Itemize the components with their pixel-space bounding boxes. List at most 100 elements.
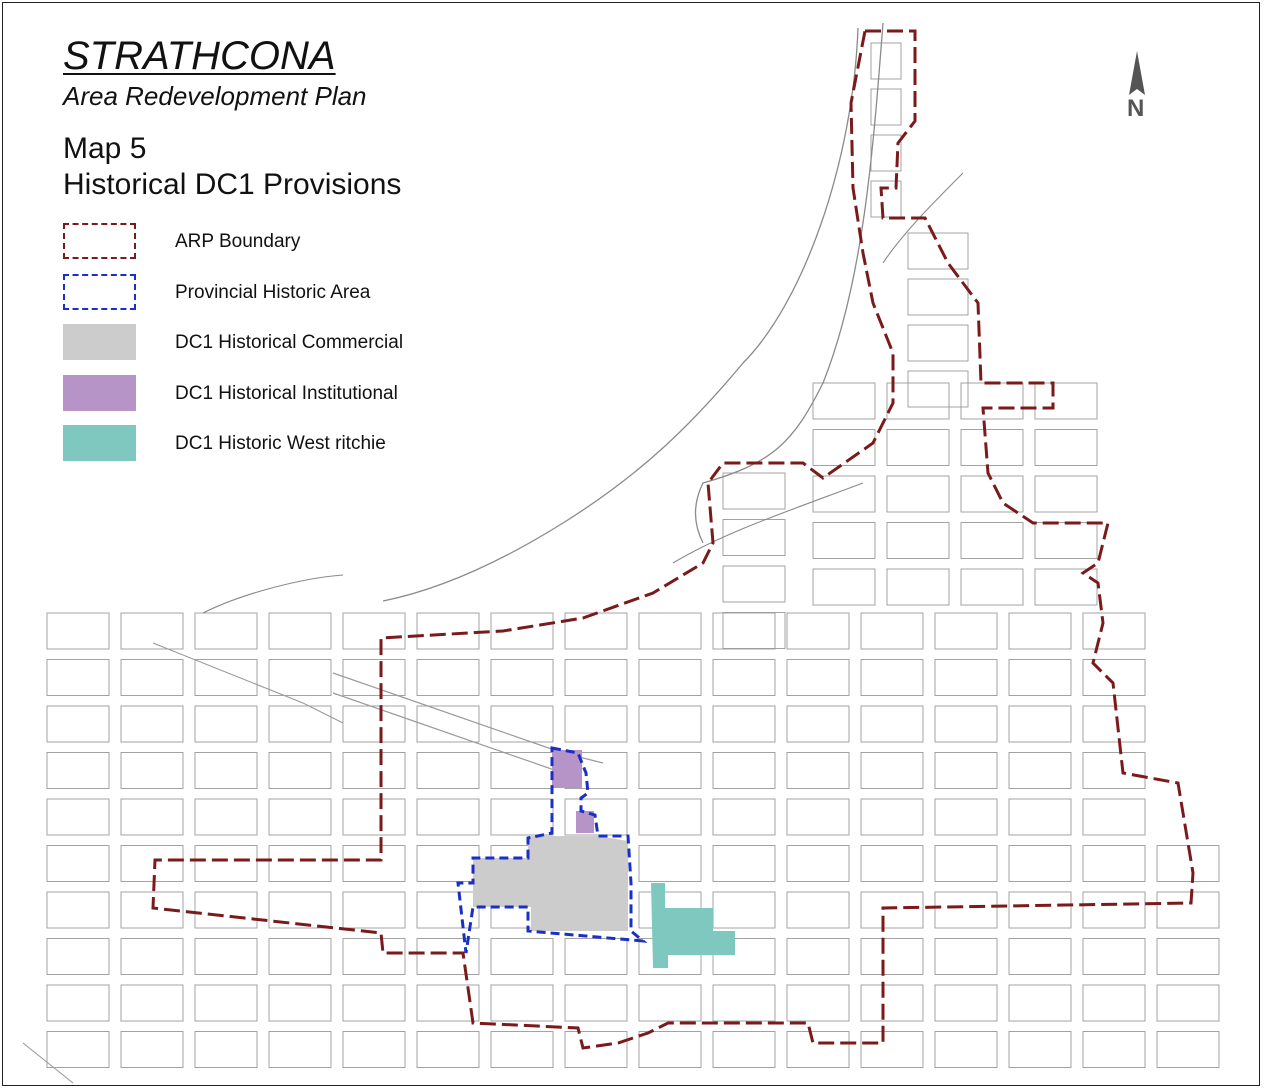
city-block bbox=[268, 891, 332, 929]
city-block bbox=[1082, 752, 1146, 789]
city-block bbox=[786, 938, 850, 975]
legend-label: DC1 Historic West ritchie bbox=[175, 433, 386, 454]
city-block bbox=[886, 382, 950, 420]
north-arrow-label: N bbox=[1127, 95, 1145, 122]
city-block bbox=[194, 612, 258, 650]
city-block bbox=[416, 612, 480, 650]
city-block bbox=[194, 891, 258, 929]
city-block bbox=[268, 938, 332, 975]
city-block bbox=[416, 845, 480, 882]
city-block bbox=[120, 705, 184, 743]
city-block bbox=[46, 984, 110, 1022]
legend-swatch-arp-boundary bbox=[63, 223, 136, 259]
city-block bbox=[342, 938, 406, 975]
city-block bbox=[1082, 705, 1146, 743]
city-block bbox=[934, 891, 998, 929]
city-block bbox=[870, 180, 902, 218]
city-block bbox=[907, 232, 969, 270]
legend-swatch-dc1-historical-commercial bbox=[63, 324, 136, 360]
city-block bbox=[120, 891, 184, 929]
city-block bbox=[960, 429, 1024, 466]
city-block bbox=[416, 798, 480, 836]
city-block bbox=[1156, 891, 1220, 929]
city-block bbox=[812, 568, 876, 606]
city-block bbox=[268, 798, 332, 836]
city-block bbox=[1008, 891, 1072, 929]
city-block bbox=[712, 752, 776, 789]
city-block bbox=[712, 798, 776, 836]
city-block bbox=[638, 705, 702, 743]
city-block bbox=[194, 705, 258, 743]
city-block bbox=[1008, 659, 1072, 696]
city-block bbox=[886, 522, 950, 559]
legend-swatch-dc1-historic-west-ritchie bbox=[63, 425, 136, 461]
city-block bbox=[46, 612, 110, 650]
boundary-layer bbox=[151, 29, 1195, 1050]
city-block bbox=[194, 938, 258, 975]
city-block bbox=[342, 798, 406, 836]
city-block bbox=[564, 659, 628, 696]
city-block bbox=[712, 984, 776, 1022]
north-arrow-icon bbox=[1129, 51, 1145, 95]
city-block bbox=[1082, 938, 1146, 975]
city-block bbox=[416, 659, 480, 696]
city-block bbox=[490, 984, 554, 1022]
city-block bbox=[120, 798, 184, 836]
city-block bbox=[907, 370, 969, 408]
ravine-road-line bbox=[672, 482, 864, 564]
city-block bbox=[860, 612, 924, 650]
city-block bbox=[46, 752, 110, 789]
city-block bbox=[342, 752, 406, 789]
city-block bbox=[1034, 475, 1098, 513]
city-block bbox=[1156, 938, 1220, 975]
city-block bbox=[886, 568, 950, 606]
city-block bbox=[46, 659, 110, 696]
city-block bbox=[712, 845, 776, 882]
city-block bbox=[342, 612, 406, 650]
city-block bbox=[934, 938, 998, 975]
city-block bbox=[564, 938, 628, 975]
city-block bbox=[934, 845, 998, 882]
city-block bbox=[907, 324, 969, 362]
river-bank-line bbox=[382, 27, 859, 602]
city-block bbox=[1082, 891, 1146, 929]
river-valley-layer bbox=[22, 22, 964, 1084]
city-block bbox=[490, 612, 554, 650]
city-block bbox=[638, 845, 702, 882]
city-block bbox=[342, 659, 406, 696]
dc1-historical-commercial-zone bbox=[473, 836, 628, 931]
city-block bbox=[194, 845, 258, 882]
city-block bbox=[416, 891, 480, 929]
legend-label: DC1 Historical Institutional bbox=[175, 382, 398, 404]
city-block bbox=[120, 845, 184, 882]
city-block bbox=[1008, 938, 1072, 975]
dc1-historic-west-ritchie-zone bbox=[651, 883, 735, 968]
city-block bbox=[1082, 845, 1146, 882]
city-block bbox=[786, 984, 850, 1022]
provincial-historic-area-line bbox=[456, 746, 648, 954]
city-block bbox=[934, 752, 998, 789]
city-block bbox=[268, 845, 332, 882]
city-block bbox=[786, 752, 850, 789]
map-title-block: STRATHCONA Area Redevelopment Plan Map 5… bbox=[63, 33, 401, 203]
city-block bbox=[1156, 1031, 1220, 1068]
city-block bbox=[490, 1031, 554, 1068]
city-block bbox=[786, 612, 850, 650]
city-block bbox=[490, 752, 554, 789]
city-block bbox=[860, 798, 924, 836]
map-number: Map 5 bbox=[63, 132, 147, 165]
city-block bbox=[860, 705, 924, 743]
city-block bbox=[194, 984, 258, 1022]
city-block bbox=[46, 891, 110, 929]
map-title: STRATHCONA bbox=[63, 34, 336, 78]
city-block bbox=[268, 984, 332, 1022]
city-block bbox=[638, 798, 702, 836]
city-block bbox=[268, 659, 332, 696]
city-block bbox=[870, 42, 902, 80]
city-blocks-layer bbox=[46, 42, 1220, 1068]
city-block bbox=[1008, 612, 1072, 650]
arp-boundary-line bbox=[151, 29, 1195, 1050]
city-block bbox=[342, 891, 406, 929]
city-block bbox=[1082, 798, 1146, 836]
city-block bbox=[786, 798, 850, 836]
